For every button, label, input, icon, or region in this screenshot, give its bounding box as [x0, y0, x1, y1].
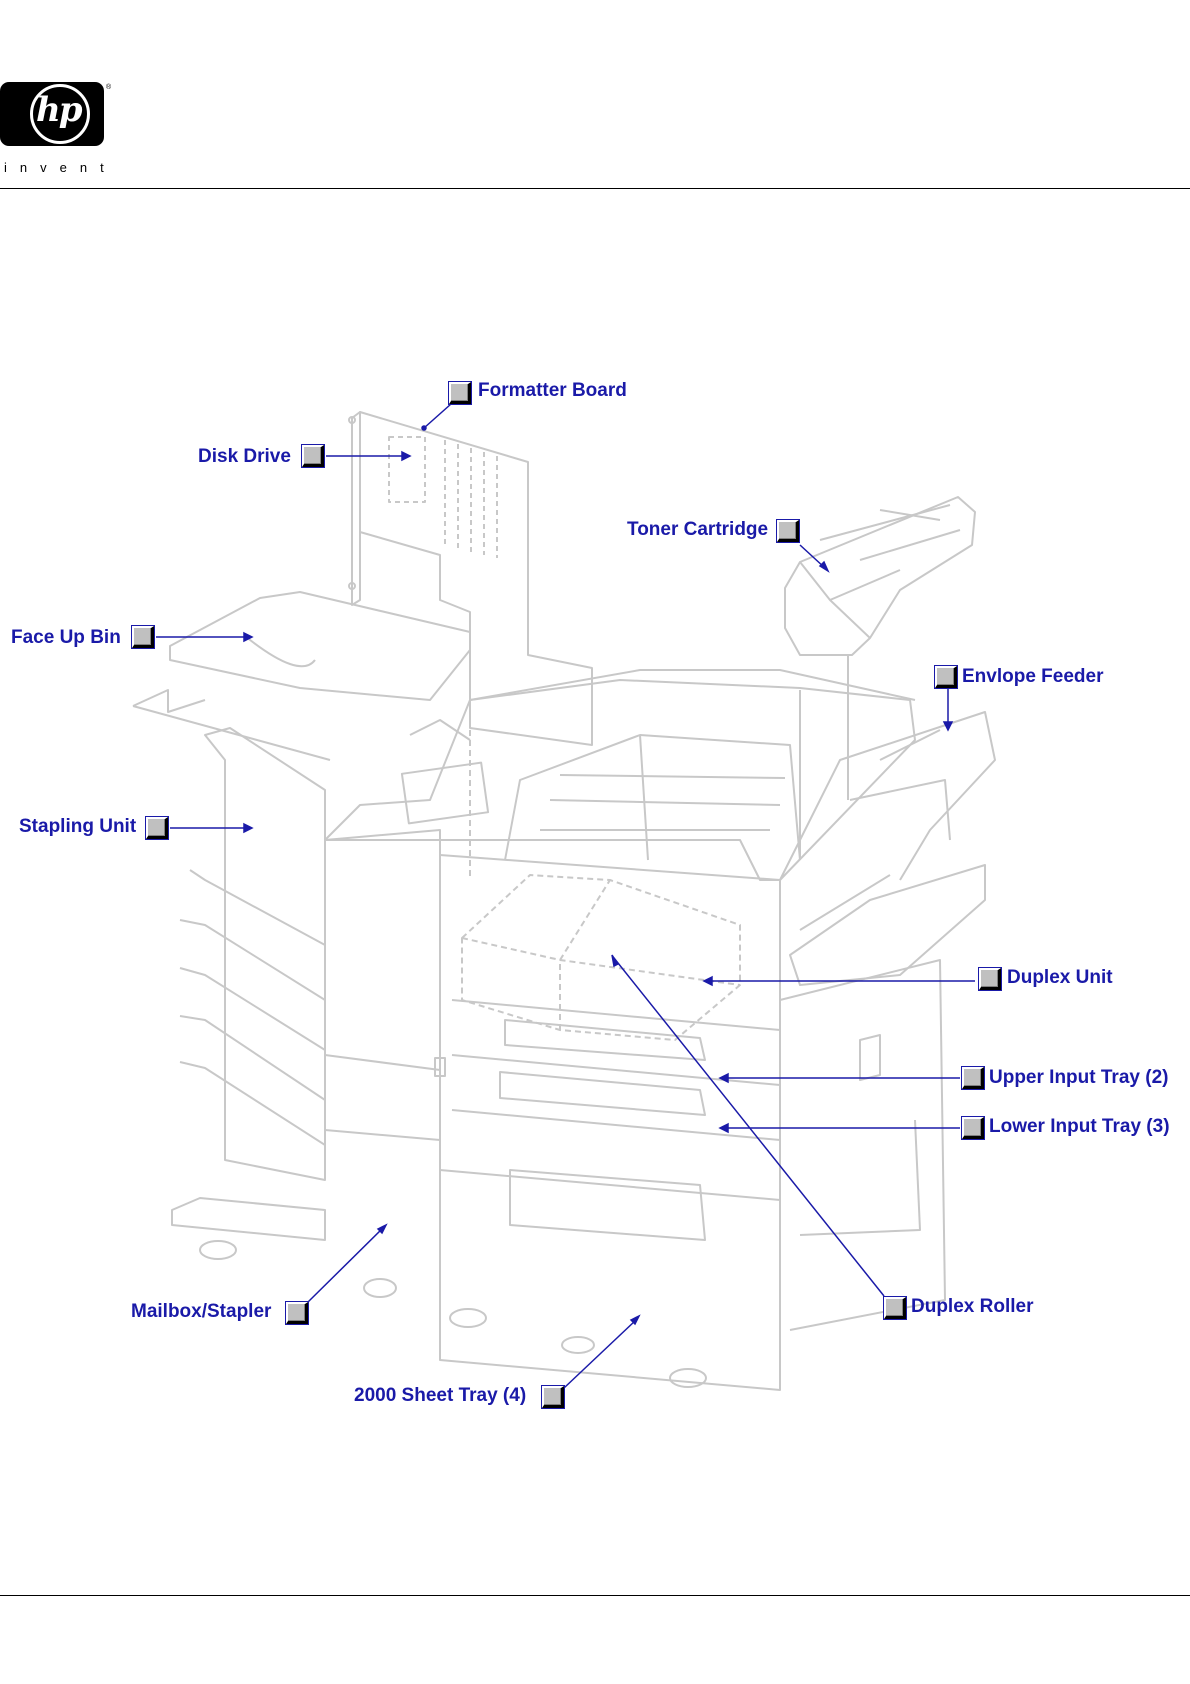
stapling-unit-label: Stapling Unit	[19, 816, 136, 838]
sheet-tray-2000-label: 2000 Sheet Tray (4)	[354, 1385, 526, 1407]
lower-input-tray-label: Lower Input Tray (3)	[989, 1116, 1170, 1138]
leader-lines	[156, 396, 975, 1388]
toner-cartridge-button[interactable]	[777, 520, 799, 542]
mailbox-stapler-label: Mailbox/Stapler	[131, 1301, 271, 1323]
disk-drive-label: Disk Drive	[198, 446, 291, 468]
disk-drive-button[interactable]	[302, 445, 324, 467]
input-trays-drawing	[325, 1000, 780, 1387]
upper-input-tray-button[interactable]	[962, 1067, 984, 1089]
upper-input-tray-label: Upper Input Tray (2)	[989, 1067, 1168, 1089]
formatter-board-button[interactable]	[449, 382, 471, 404]
toner-cartridge-label: Toner Cartridge	[627, 519, 768, 541]
stapling-unit-button[interactable]	[146, 817, 168, 839]
envelope-feeder-drawing	[780, 712, 995, 1330]
mailbox-stapler-button[interactable]	[286, 1302, 308, 1324]
duplex-roller-label: Duplex Roller	[911, 1296, 1033, 1318]
sheet-tray-2000-button[interactable]	[542, 1386, 564, 1408]
printer-drawing	[133, 412, 995, 1390]
envelope-feeder-button[interactable]	[935, 666, 957, 688]
face-up-bin-drawing	[133, 592, 470, 760]
duplex-unit-label: Duplex Unit	[1007, 967, 1113, 989]
face-up-bin-label: Face Up Bin	[11, 627, 121, 649]
finisher-drawing	[172, 728, 440, 1297]
duplex-box-drawing	[462, 650, 740, 1040]
toner-cartridge-drawing	[785, 497, 975, 800]
formatter-board-label: Formatter Board	[478, 380, 627, 402]
lower-input-tray-button[interactable]	[962, 1117, 984, 1139]
duplex-roller-button[interactable]	[884, 1297, 906, 1319]
face-up-bin-button[interactable]	[132, 626, 154, 648]
duplex-unit-button[interactable]	[979, 968, 1001, 990]
envelope-feeder-label: Envlope Feeder	[962, 666, 1104, 688]
